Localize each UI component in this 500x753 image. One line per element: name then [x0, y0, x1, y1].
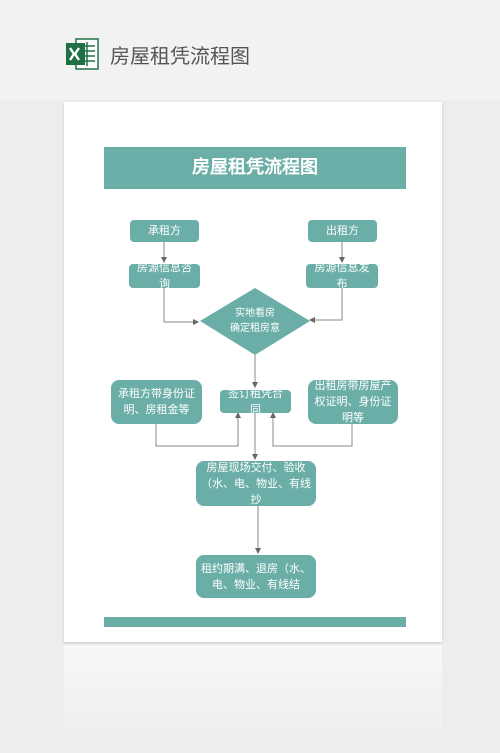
document-title: 房屋租凭流程图	[192, 157, 318, 178]
arrow-tenant-docs-to-sign	[155, 412, 241, 447]
inspect-decision-diamond	[200, 288, 310, 355]
handover-node: 房屋现场交付、验收（水、电、物业、有线抄	[196, 461, 316, 506]
landlord-documents-node: 出租房带房屋产权证明、身份证明等	[308, 379, 398, 424]
file-title: 房屋租凭流程图	[110, 44, 250, 68]
tenant-node: 承租方	[130, 220, 199, 242]
arrow-consult-to-inspect	[163, 288, 199, 325]
arrow-publish-to-inspect	[309, 288, 343, 323]
inspect-line-1: 实地看房	[235, 308, 275, 319]
landlord-publish-node: 房源信息发布	[306, 261, 378, 290]
inspect-line-2: 确定租房意	[230, 323, 280, 334]
title-banner: 房屋租凭流程图	[104, 147, 406, 189]
tenant-consult-node: 房源信息咨询	[129, 261, 200, 290]
landlord-node: 出租方	[308, 220, 377, 242]
document-page	[64, 102, 442, 642]
page-reflection	[64, 645, 442, 753]
excel-icon	[66, 38, 99, 70]
tenant-documents-node: 承租方带身份证明、房租金等	[111, 380, 202, 424]
bottom-bar	[104, 617, 406, 627]
header-bar: 房屋租凭流程图	[0, 0, 500, 100]
lease-end-node: 租约期满、退房（水、电、物业、有线结	[196, 555, 316, 598]
sign-contract-node: 签订租凭合同	[220, 387, 291, 416]
arrow-landlord-docs-to-sign	[270, 412, 353, 447]
inspect-decision-label: 实地看房 确定租房意	[205, 306, 305, 336]
